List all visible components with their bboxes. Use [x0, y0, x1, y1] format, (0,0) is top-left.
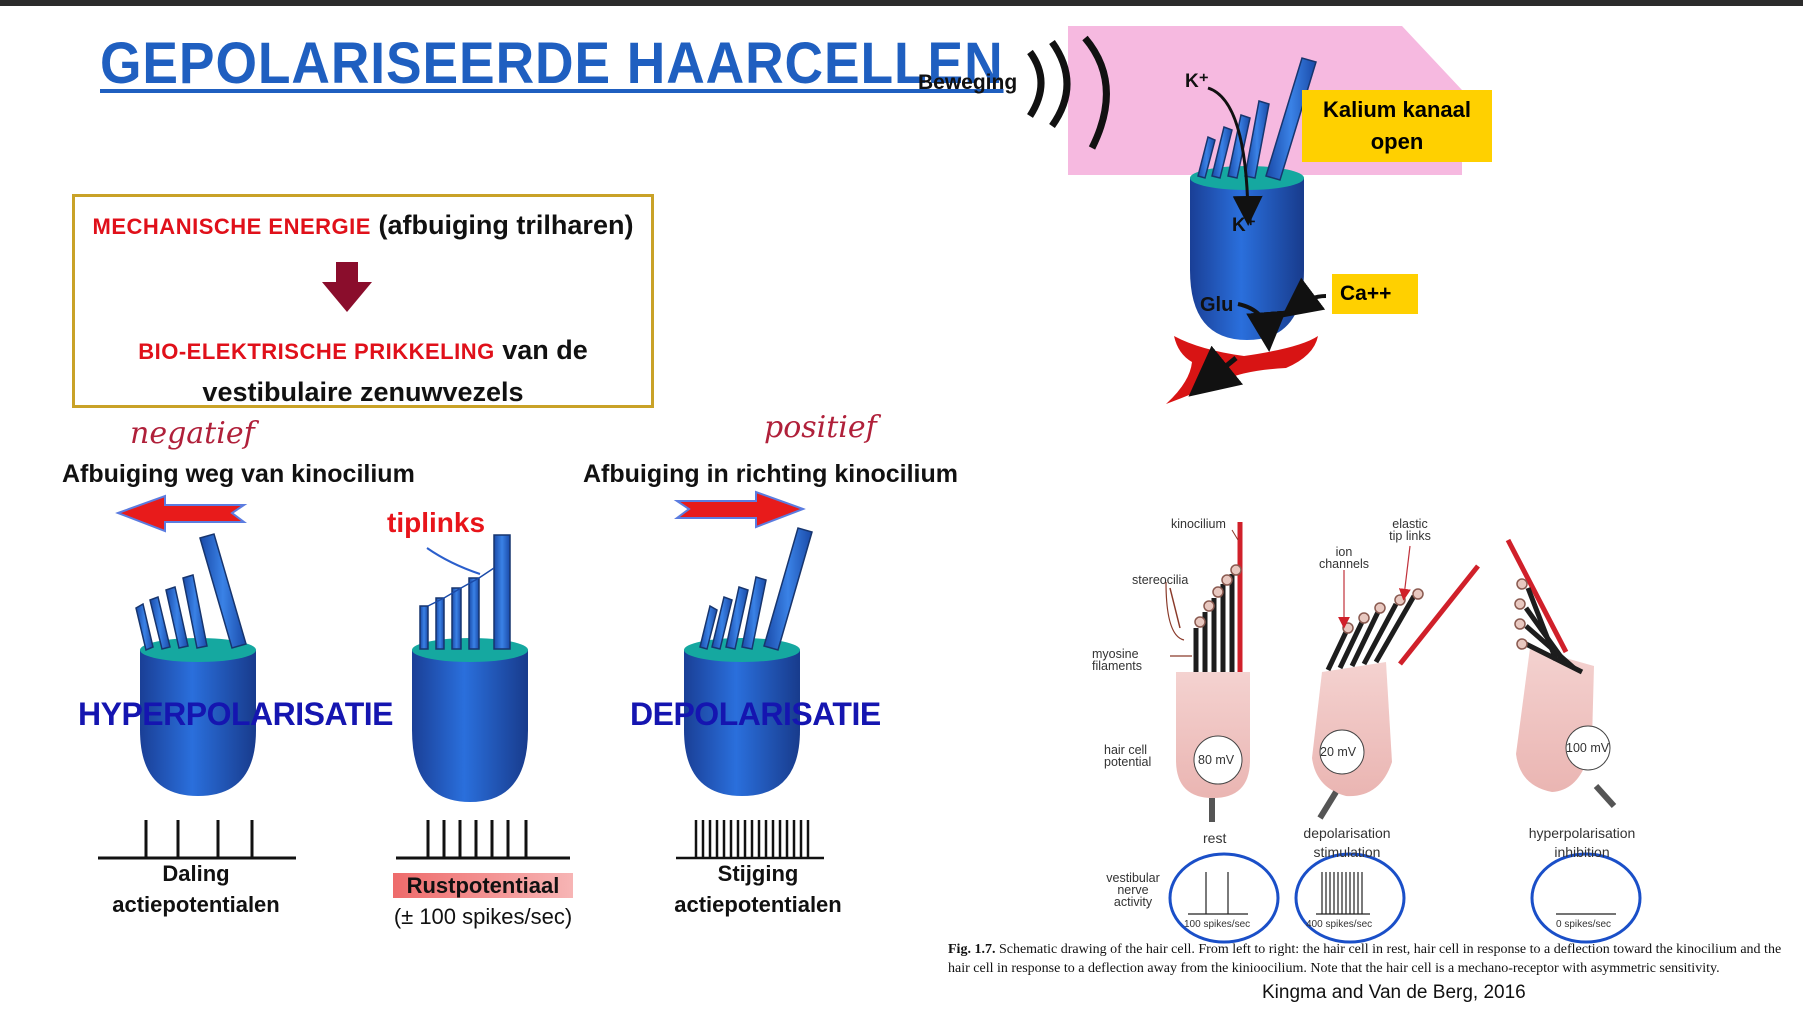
page-title: GEPOLARISEERDE HAARCELLEN: [100, 31, 1004, 96]
tiplinks-label: tiplinks: [387, 507, 486, 538]
myosine-line2: filaments: [1092, 659, 1143, 673]
bio-electric-label: BIO-ELEKTRISCHE PRIKKELING: [138, 339, 495, 364]
energy-conversion-box: [72, 194, 654, 408]
potassium-channel-open-label: Kalium kanaal open: [1302, 90, 1492, 162]
stereocilia-label: stereocilia: [1132, 573, 1189, 587]
figure-credit: Kingma and Van de Berg, 2016: [1262, 982, 1526, 1003]
top-bar: [0, 0, 1803, 6]
ion-line1: ion: [1335, 545, 1353, 559]
mechanical-energy-detail: (afbuiging trilharen): [370, 210, 634, 240]
vestibular-nerve-activity-label: vestibular nerve activity: [1098, 871, 1168, 909]
vest-line2: nerve: [1117, 883, 1149, 897]
deflect-away-label: Afbuiging weg van kinocilium: [62, 460, 415, 488]
potassium-channel-line1: Kalium kanaal: [1323, 97, 1471, 122]
potassium-top-label: K⁺: [1185, 71, 1209, 92]
potential-rest-value: 80 mV: [1198, 753, 1235, 767]
vest-line3: activity: [1113, 895, 1153, 909]
rest-potential-label: Rustpotentiaal: [392, 873, 574, 898]
down-arrow-icon: [322, 262, 372, 312]
rest-label: rest: [1203, 830, 1227, 846]
mechanical-energy-line: MECHANISCHE ENERGIE (afbuiging trilharen…: [72, 210, 654, 241]
hair-cell-hyperpolarisation: [135, 533, 256, 796]
elastic-tip-links-label: elastic tip links: [1380, 517, 1440, 543]
right-arrow-icon: [673, 490, 806, 529]
kinocilium-label: kinocilium: [1171, 517, 1226, 531]
bio-electric-line: BIO-ELEKTRISCHE PRIKKELING van de vestib…: [72, 330, 654, 413]
elastic-line1: elastic: [1392, 517, 1428, 531]
spikes-rest-label: 100 spikes/sec: [1184, 919, 1251, 930]
depolarisation-stimulation-label: depolarisation stimulation: [1292, 824, 1402, 862]
potassium-channel-line2: open: [1370, 129, 1424, 154]
figure-hair-cells: [1165, 522, 1642, 944]
rest-spikes-label: (± 100 spikes/sec): [393, 904, 573, 929]
bio-electric-detail: van de vestibulaire zenuwvezels: [202, 335, 588, 407]
hyperpolarisation-inhibition-label: hyperpolarisation inhibition: [1522, 824, 1642, 862]
hair-cell-potential-label: hair cell potential: [1104, 743, 1152, 769]
deflect-toward-label: Afbuiging in richting kinocilium: [583, 460, 958, 488]
spikes-hyper-label: 0 spikes/sec: [1556, 919, 1612, 930]
hair-cell-depolarisation: [684, 527, 813, 796]
hyperpolarisation-label: HYPERPOLARISATIE: [78, 696, 394, 732]
ion-channels-label: ion channels: [1314, 545, 1374, 571]
elastic-line2: tip links: [1389, 529, 1431, 543]
potential-depol-value: 20 mV: [1320, 745, 1357, 759]
depolarisation-label: DEPOLARISATIE: [630, 696, 881, 732]
figure-caption-number: Fig. 1.7.: [948, 942, 996, 957]
movement-label: Beweging: [918, 71, 1018, 94]
calcium-label: Ca++: [1332, 274, 1418, 314]
figure-caption: Fig. 1.7. Schematic drawing of the hair …: [948, 940, 1783, 978]
caption-increase: Stijging actiepotentialen: [674, 861, 842, 917]
hyper-line2: inhibition: [1554, 844, 1610, 860]
hair-cell-line1: hair cell: [1104, 743, 1148, 757]
ion-line2: channels: [1318, 557, 1370, 571]
potassium-inside-label: K⁺: [1232, 215, 1256, 236]
spikes-depol-label: 400 spikes/sec: [1306, 919, 1373, 930]
spike-train-increase: [676, 820, 824, 860]
depol-line1: depolarisation: [1303, 825, 1391, 841]
spike-train-rest: [396, 820, 570, 860]
mechanical-energy-label: MECHANISCHE ENERGIE: [92, 214, 371, 239]
hair-cell-line2: potential: [1104, 755, 1152, 769]
hyper-line1: hyperpolarisation: [1528, 825, 1636, 841]
negative-handwritten-note: negatief: [130, 416, 255, 451]
glutamate-label: Glu: [1200, 294, 1234, 316]
hair-cell-rest: [412, 534, 528, 802]
myosine-filaments-label: myosine filaments: [1092, 647, 1143, 673]
vest-line1: vestibular: [1106, 871, 1160, 885]
caption-rest: Rustpotentiaal (± 100 spikes/sec): [372, 870, 594, 932]
left-arrow-icon: [115, 494, 248, 533]
spike-train-decrease: [98, 820, 296, 860]
positive-handwritten-note: positief: [764, 410, 877, 445]
depol-line2: stimulation: [1313, 844, 1381, 860]
myosine-line1: myosine: [1092, 647, 1139, 661]
potential-hyper-value: 100 mV: [1566, 741, 1610, 755]
caption-decrease: Daling actiepotentialen: [112, 861, 280, 917]
figure-caption-text: Schematic drawing of the hair cell. From…: [948, 942, 1782, 976]
